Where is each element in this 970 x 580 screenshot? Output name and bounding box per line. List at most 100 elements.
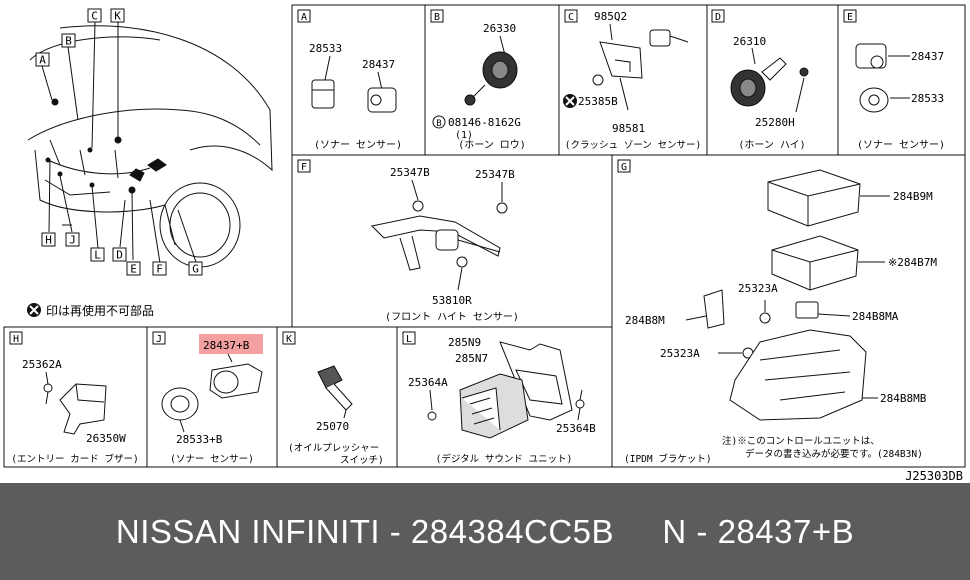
panel-e-caption: (ソナー センサー)	[857, 139, 945, 151]
panel-g-caption: (IPDM ブラケット)	[624, 453, 712, 465]
panel-g-part-3: 25323A	[738, 282, 778, 295]
crash-zone-sensor-drawing	[592, 23, 689, 111]
digital-sound-unit-drawing	[427, 341, 585, 439]
panel-a-part-1: 28533	[309, 42, 342, 55]
panel-g-letter: G	[621, 162, 627, 173]
panel-j-part-2: 28533+B	[176, 433, 223, 446]
panel-a-letter: A	[301, 12, 307, 23]
panel-b-part-1: 26330	[483, 22, 516, 35]
panel-g-part-5: 284B8MA	[852, 310, 899, 323]
panel-h-letter: H	[13, 334, 19, 345]
panel-g-part-2: ※284B7M	[888, 256, 937, 269]
footer-text: NISSAN INFINITI - 284384CC5B N - 28437+B	[0, 483, 970, 580]
callout-K: K	[114, 10, 121, 23]
panel-l-part-3: 25364A	[408, 376, 448, 389]
callout-C: C	[91, 10, 98, 23]
sonar-sensor-j-drawing	[161, 353, 263, 433]
entry-card-buzzer-drawing	[43, 371, 107, 435]
panel-l: L 285N9 285N7 25364A 25364B (デジタル サウンド ユ…	[402, 331, 596, 465]
callout-A: A	[39, 54, 46, 67]
panel-g-part-1: 284B9M	[893, 190, 933, 203]
panel-f-part-3: 53810R	[432, 294, 472, 307]
panel-c-part-1: 985Q2	[594, 10, 627, 23]
panel-e-part-1: 28437	[911, 50, 944, 63]
panel-g-part-6: 25323A	[660, 347, 700, 360]
panel-g-part-7: 284B8MB	[880, 392, 927, 405]
panel-a: A 28533 28437 (ソナー センサー)	[297, 9, 402, 151]
callout-H: H	[45, 234, 52, 247]
panel-l-part-1: 285N9	[448, 336, 481, 349]
panel-frames	[3, 4, 966, 468]
panel-j-letter: J	[156, 334, 162, 345]
panel-h-part-1: 25362A	[22, 358, 62, 371]
panel-e-part-2: 28533	[911, 92, 944, 105]
panel-k-letter: K	[286, 334, 292, 345]
panel-h: H 25362A 26350W (エントリー カード ブザー)	[9, 331, 139, 465]
callout-J: J	[69, 234, 76, 247]
legend-text: 印は再使用不可部品	[46, 303, 154, 318]
callout-B: B	[65, 35, 72, 48]
panel-g-part-4: 284B8M	[625, 314, 665, 327]
panel-h-caption: (エントリー カード ブザー)	[11, 453, 138, 465]
panel-e: E 28437 28533 (ソナー センサー)	[843, 9, 945, 151]
panel-d: D 26310 25280H (ホーン ハイ)	[711, 9, 809, 151]
footer-bar	[0, 483, 970, 580]
footer-gap	[614, 513, 662, 551]
panel-b-caption: (ホーン ロウ)	[458, 139, 526, 151]
panel-g: G 284B9M ※284B7M 25323A 284B8M 284B8MA 2…	[617, 159, 937, 465]
panel-d-letter: D	[715, 12, 721, 23]
highlight-mark	[199, 334, 263, 354]
footer-part-number: 284384CC5B	[410, 512, 615, 550]
panel-b-part-2: 08146-8162G	[448, 116, 521, 129]
panel-c-letter: C	[568, 12, 574, 23]
panel-d-part-1: 26310	[733, 35, 766, 48]
panel-c-part-3: 98581	[612, 122, 645, 135]
footer-prefix: N -	[662, 512, 718, 550]
diagram-canvas: A B C K H J L D E F G 印は再使用不可部品 A 28533 …	[3, 4, 966, 483]
panel-l-caption: (デジタル サウンド ユニット)	[436, 453, 573, 465]
panel-a-caption: (ソナー センサー)	[314, 139, 402, 151]
panel-j-caption: (ソナー センサー)	[170, 454, 254, 465]
sonar-sensor-drawing	[311, 55, 397, 113]
horn-low-drawing	[464, 35, 518, 106]
panel-f-part-2: 25347B	[475, 168, 515, 181]
panel-d-caption: (ホーン ハイ)	[738, 139, 805, 151]
panel-k-part-1: 25070	[316, 420, 349, 433]
panel-f-letter: F	[301, 162, 307, 173]
callout-F: F	[156, 263, 163, 276]
panel-g-note-2: データの書き込みが必要です。(284B3N)	[745, 448, 923, 460]
panel-f-caption: (フロント ハイト センサー)	[385, 311, 519, 323]
oil-pressure-switch-drawing	[317, 365, 353, 419]
panel-e-letter: E	[847, 12, 853, 23]
callout-G: G	[192, 263, 199, 276]
svg-text:B: B	[436, 119, 441, 129]
footer-ref: 28437+B	[717, 512, 855, 550]
panel-l-part-4: 25364B	[556, 422, 596, 435]
footer-brand: NISSAN INFINITI	[115, 512, 381, 550]
overview-callouts: A B C K H J L D E F G	[35, 8, 203, 276]
panel-d-part-2: 25280H	[755, 116, 795, 129]
panel-k-caption-1: (オイルプレッシャー	[288, 443, 379, 454]
panel-k: K 25070 (オイルプレッシャー スイッチ)	[282, 331, 384, 466]
panel-l-letter: L	[406, 334, 412, 345]
panel-a-part-2: 28437	[362, 58, 395, 71]
non-reusable-legend: 印は再使用不可部品	[27, 303, 154, 318]
diagram-code: J25303DB	[905, 469, 963, 483]
sonar-sensor-e-drawing	[855, 43, 910, 113]
panel-h-part-2: 26350W	[86, 432, 126, 445]
panel-c-caption: (クラッシュ ゾーン センサー)	[565, 140, 701, 151]
height-sensor-drawing	[370, 179, 508, 291]
panel-k-caption-2: スイッチ)	[340, 455, 384, 466]
panel-j-part-1: 28437+B	[203, 339, 250, 352]
ipdm-drawing	[685, 169, 890, 421]
footer-separator: -	[380, 512, 411, 550]
panel-f: F 25347B 25347B 53810R (フロント ハイト センサー)	[297, 159, 519, 323]
panel-j: J 28437+B 28533+B (ソナー センサー)	[152, 331, 263, 465]
panel-c-part-2: 25385B	[578, 95, 618, 108]
panel-l-part-2: 285N7	[455, 352, 488, 365]
panel-b: B 26330 B 08146-8162G (1) (ホーン ロウ)	[430, 9, 526, 151]
callout-E: E	[130, 263, 137, 276]
panel-c: C 985Q2 25385B 98581 (クラッシュ ゾーン センサー)	[563, 9, 701, 151]
panel-g-note-1: 注)※このコントロールユニットは、	[722, 435, 880, 447]
